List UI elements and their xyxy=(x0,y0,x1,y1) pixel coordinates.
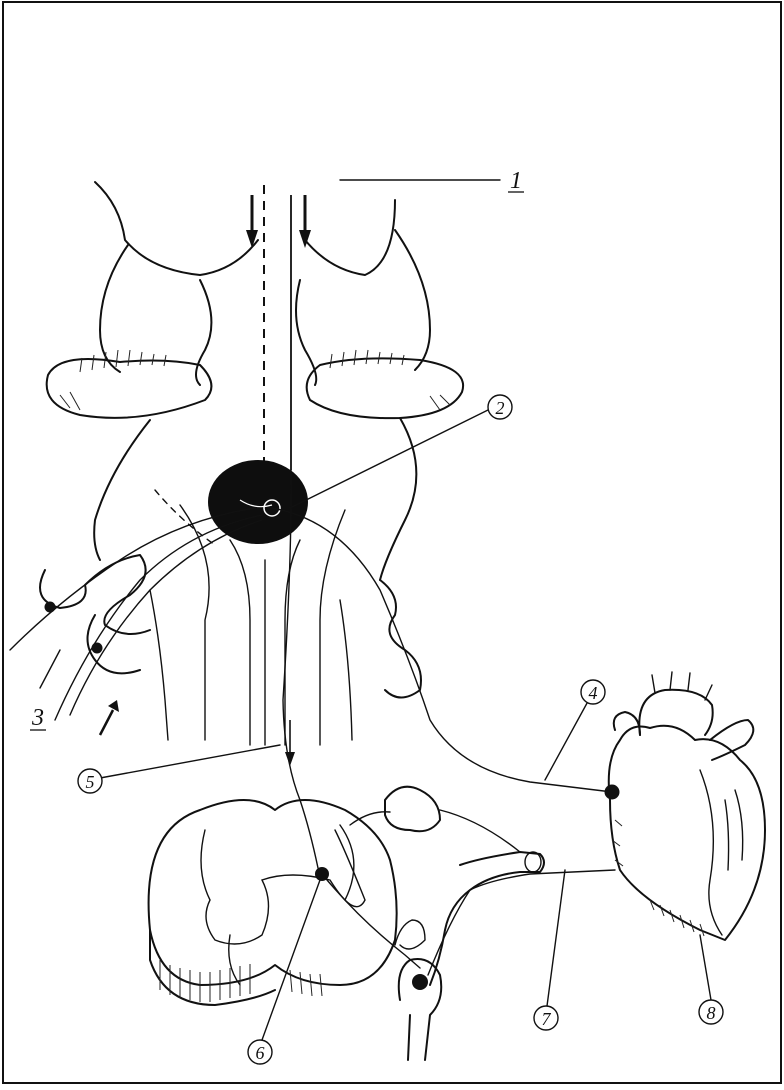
spinal-cord-base xyxy=(150,930,275,1005)
spinal-nerve-trunk xyxy=(430,852,544,985)
label-4: 4 xyxy=(589,683,598,703)
medulla-tract-1 xyxy=(180,505,209,740)
leader-3 xyxy=(40,650,60,688)
cardiac-ganglion xyxy=(605,785,620,800)
leader-2 xyxy=(290,410,488,508)
midbrain-left xyxy=(100,245,128,372)
spinal-cord-outline xyxy=(149,800,397,985)
leader-8 xyxy=(700,935,711,1000)
leader-4 xyxy=(545,694,592,780)
ganglion-cell-upper xyxy=(45,602,56,613)
inner-right-contour xyxy=(296,280,316,385)
label-1: 1 xyxy=(510,168,522,194)
gray-matter xyxy=(201,830,365,944)
leader-6 xyxy=(262,880,320,1040)
figure-frame xyxy=(3,2,781,1083)
leader-lines xyxy=(100,180,711,1040)
label-8: 8 xyxy=(707,1003,716,1023)
pulmonary-artery xyxy=(710,720,753,760)
label-2: 2 xyxy=(496,398,505,418)
label-3: 3 xyxy=(31,705,44,731)
afferent-fibers xyxy=(10,508,262,735)
heart-outline xyxy=(609,726,765,940)
medulla-tract-2 xyxy=(230,540,250,745)
afferent-fiber-lower xyxy=(55,515,262,720)
dorsal-root xyxy=(440,810,520,852)
interventricular-groove xyxy=(700,770,722,935)
descending-fibers xyxy=(246,185,311,470)
rami-communicantes xyxy=(395,920,425,949)
heart xyxy=(605,672,766,940)
medulla-dashed-edge xyxy=(155,490,215,545)
dorsal-root-ganglion xyxy=(385,787,440,832)
afferent-arrow-head xyxy=(108,700,119,712)
dorsal-horn xyxy=(340,825,354,900)
afferent-fiber-lower-2 xyxy=(70,520,262,715)
medulla-tract-5 xyxy=(150,590,168,740)
medulla-tract-4 xyxy=(320,510,345,745)
ganglion-cell-lower xyxy=(92,643,103,654)
medulla-tract-3 xyxy=(285,540,300,745)
label-5: 5 xyxy=(86,772,95,792)
arrow-left-head xyxy=(246,230,258,248)
heart-vessels xyxy=(725,790,743,870)
midbrain-right xyxy=(395,230,430,370)
labels: 1 2 3 4 5 6 7 8 xyxy=(30,168,723,1064)
leader-7 xyxy=(547,870,565,1006)
vagal-nucleus xyxy=(208,460,308,544)
medulla-tract-6 xyxy=(340,600,352,740)
arrow-5-head xyxy=(285,752,295,766)
preganglionic-axon xyxy=(322,874,420,968)
pons-left xyxy=(47,359,212,418)
afferent-arrow-shaft xyxy=(100,710,113,735)
medulla-right-edge xyxy=(380,418,416,580)
brainstem-outline-top xyxy=(95,182,395,275)
nerve-cut-end xyxy=(525,852,541,872)
leader-5 xyxy=(100,745,280,778)
postganglionic-fiber xyxy=(428,870,615,975)
postganglionic-neuron xyxy=(412,974,428,990)
label-6: 6 xyxy=(256,1043,265,1063)
medulla-left-edge xyxy=(94,420,150,560)
label-7: 7 xyxy=(542,1009,552,1029)
afferent-fiber-upper xyxy=(10,508,255,650)
